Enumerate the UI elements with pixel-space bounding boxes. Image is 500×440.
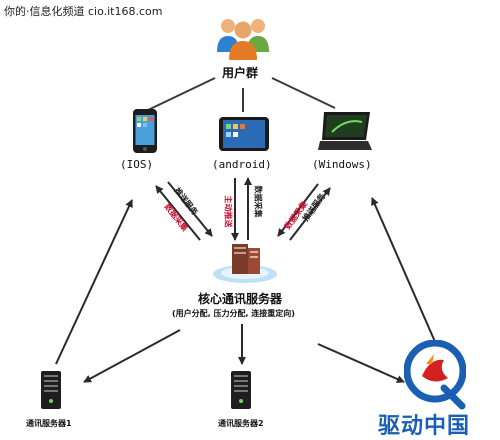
core-server-icon xyxy=(213,244,277,283)
arrow-core-to-logo xyxy=(317,343,405,383)
site-watermark: 你的·信息化频道 cio.it168.com xyxy=(4,5,163,18)
brand-logo-text: 驱动中国 xyxy=(378,414,471,439)
iphone-icon xyxy=(133,109,157,153)
core-server-sublabel: (用户分配, 压力分配, 连接重定向) xyxy=(172,309,295,318)
arrow-server1-to-ios xyxy=(55,199,133,365)
windows-label: (Windows) xyxy=(312,158,372,171)
windows-laptop-icon xyxy=(318,112,372,150)
user-group-icon xyxy=(217,19,269,60)
arrow-ios-to-core xyxy=(167,181,213,237)
core-server-label: 核心通讯服务器 xyxy=(198,292,283,306)
edge-label-android-down: 数据采集 xyxy=(253,185,263,218)
user-group-label: 用户群 xyxy=(222,66,259,80)
arrow-logo-to-windows xyxy=(371,197,437,345)
android-tablet-icon xyxy=(219,117,269,151)
line-users-ios xyxy=(147,77,216,111)
edge-label-android-up: 主动推送 xyxy=(223,195,233,228)
arrow-core-to-windows xyxy=(289,187,331,241)
arrow-core-to-server1 xyxy=(83,329,181,383)
server2-label: 通讯服务器2 xyxy=(218,419,264,428)
brand-logo-icon xyxy=(404,340,466,410)
line-users-windows xyxy=(271,77,336,109)
arrow-windows-to-core xyxy=(277,183,319,237)
ios-label: (IOS) xyxy=(120,158,154,171)
server1-label: 通讯服务器1 xyxy=(26,419,72,428)
arrow-core-to-ios xyxy=(155,185,201,241)
android-label: (android) xyxy=(212,158,272,171)
server2-icon xyxy=(231,371,251,409)
server1-icon xyxy=(41,371,61,409)
